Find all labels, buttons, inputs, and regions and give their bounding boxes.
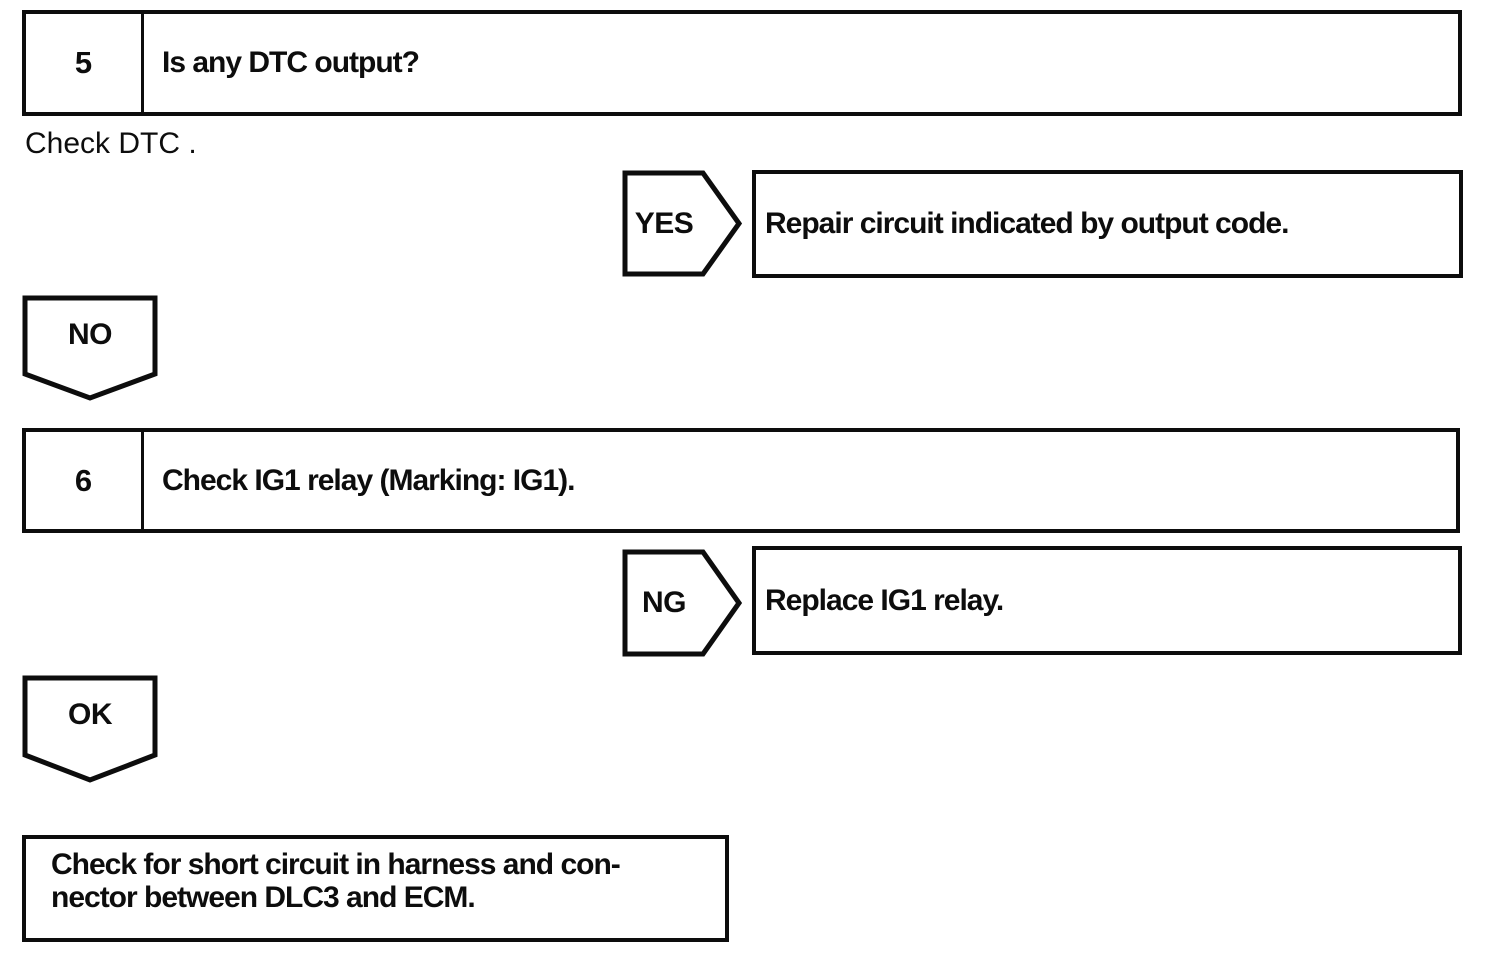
no-connector: NO [22, 295, 158, 401]
ng-label: NG [642, 586, 687, 619]
step-5-number: 5 [26, 14, 144, 112]
step-5-box: 5 Is any DTC output? [22, 10, 1462, 116]
ng-arrow-shape [622, 549, 742, 657]
repair-action-box: Repair circuit indicated by output code. [752, 170, 1463, 278]
no-arrow-shape [22, 295, 158, 401]
final-action-line-1: Check for short circuit in harness and c… [51, 848, 621, 881]
yes-label: YES [634, 206, 694, 240]
ok-arrow-shape [22, 675, 158, 783]
yes-connector: YES [622, 170, 742, 277]
ng-connector: NG [622, 549, 742, 657]
repair-action-text: Repair circuit indicated by output code. [765, 207, 1289, 240]
step-6-instruction: Check IG1 relay (Marking: IG1). [162, 463, 575, 497]
note-check-dtc: Check DTC . [25, 127, 197, 160]
step-6-number: 6 [26, 432, 144, 529]
ok-label: OK [68, 698, 113, 731]
replace-action-text: Replace IG1 relay. [765, 583, 1004, 617]
final-action-line-2: nector between DLC3 and ECM. [51, 881, 476, 914]
step-5-question: Is any DTC output? [162, 46, 420, 79]
ok-connector: OK [22, 675, 158, 783]
no-label: NO [68, 318, 113, 351]
step-6-box: 6 Check IG1 relay (Marking: IG1). [22, 428, 1460, 533]
yes-arrow-shape [622, 170, 742, 277]
final-action-box: Check for short circuit in harness and c… [22, 835, 729, 942]
replace-action-box: Replace IG1 relay. [752, 546, 1462, 655]
